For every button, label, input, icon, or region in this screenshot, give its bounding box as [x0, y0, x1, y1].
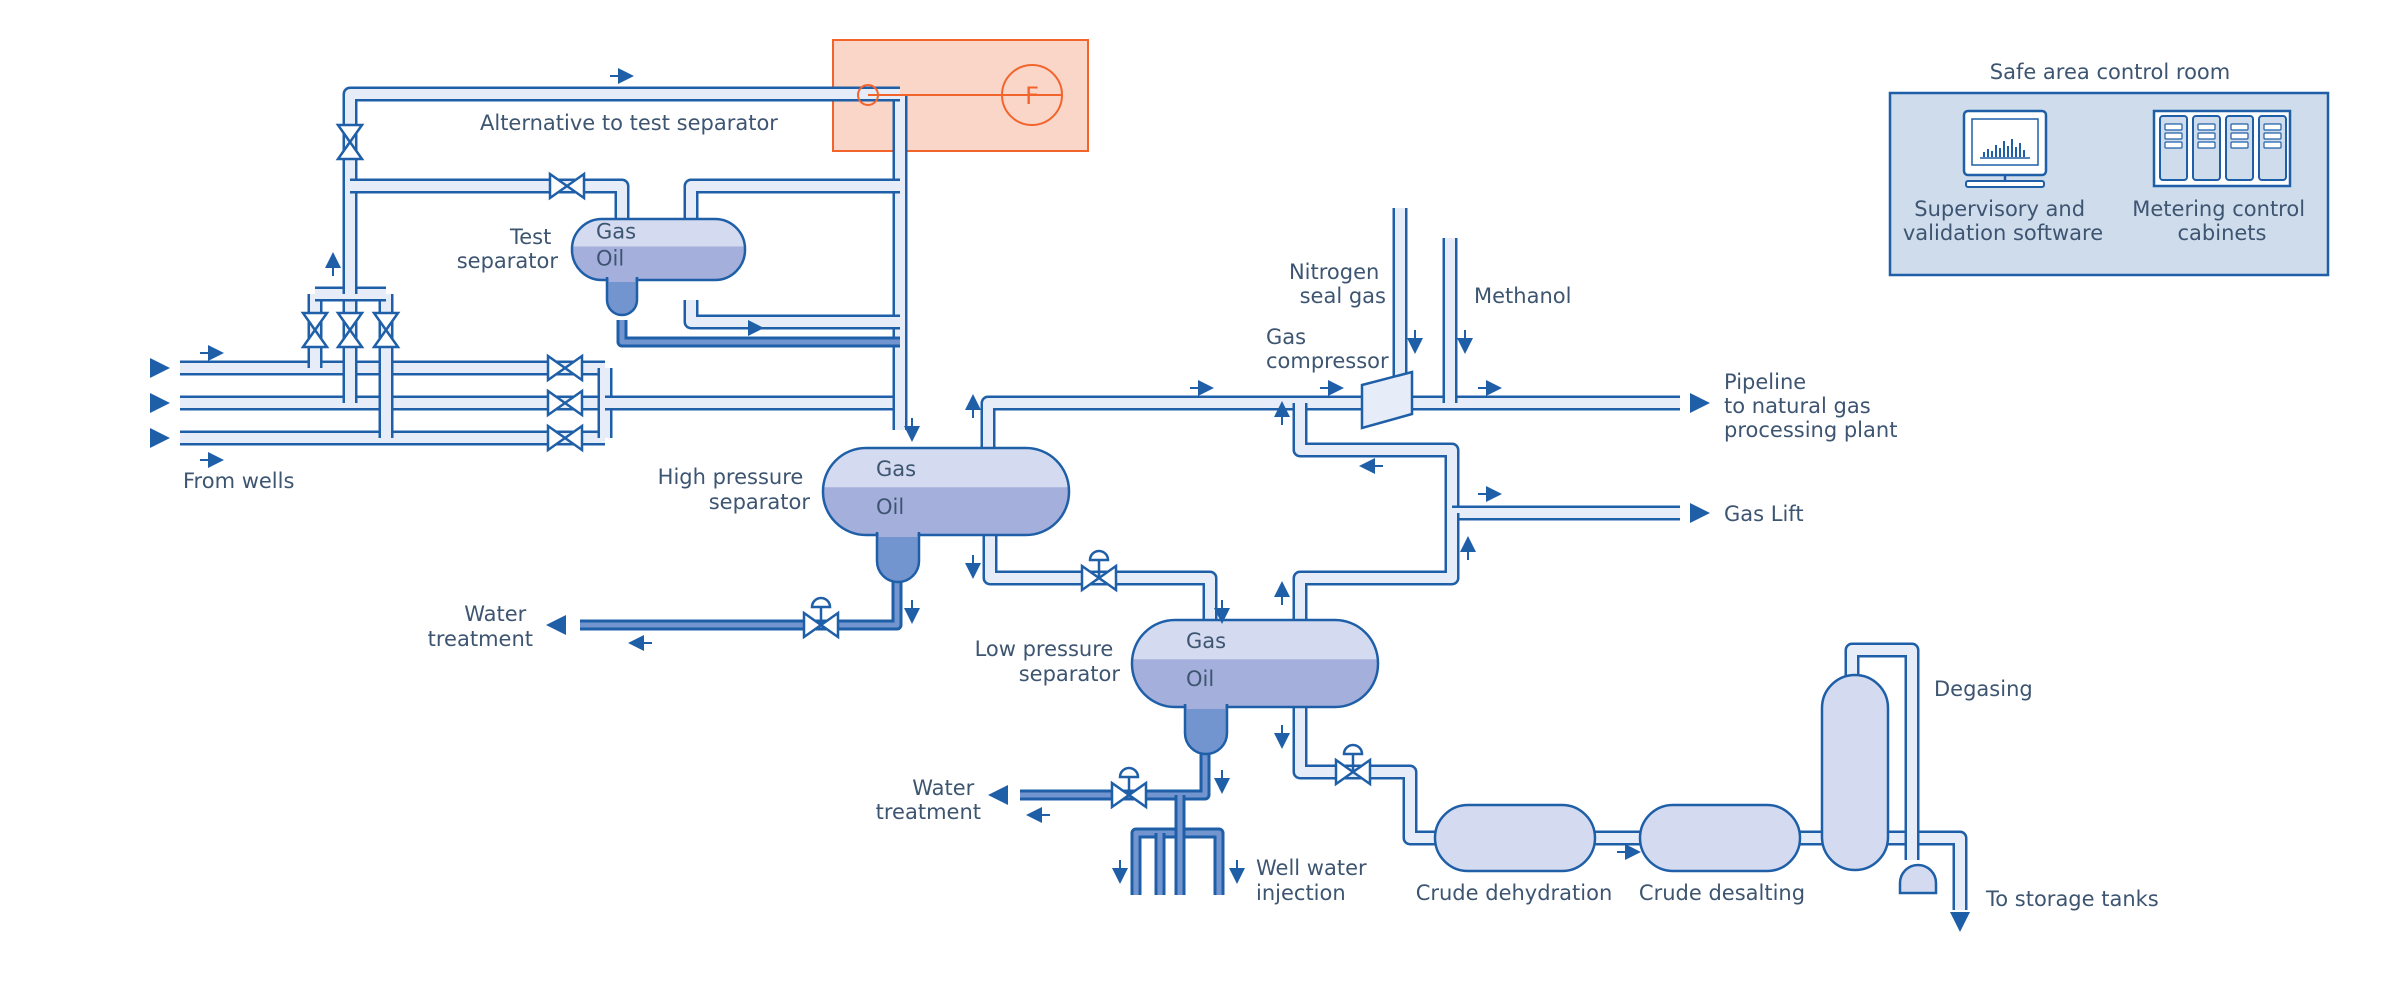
lp-water-out: [1020, 750, 1211, 801]
water-outlet-arrow-icon: [988, 785, 1008, 805]
test-sep-water-out: [616, 320, 900, 348]
crude-desalting-vessel: [1638, 803, 1802, 873]
degasing-label: Degasing: [1934, 677, 2033, 701]
methanol-label: Methanol: [1474, 284, 1571, 308]
compressor-recycle: [1292, 403, 1460, 513]
lp-water-control-valve-icon: [1110, 766, 1148, 810]
well-1-valve-icon: [546, 353, 584, 383]
well-inlet-arrow-icon: [150, 428, 170, 448]
gas-lift-outlet-arrow-icon: [1690, 503, 1710, 523]
to-storage-tanks-label: To storage tanks: [1985, 887, 2159, 911]
test-sep-gas-out: [683, 178, 900, 225]
water-outlet-arrow-icon: [546, 615, 566, 635]
flow-meter-symbol: F: [1025, 82, 1039, 110]
crude-desalting-label: Crude desalting: [1639, 881, 1805, 905]
from-wells-label: From wells: [183, 469, 294, 493]
hp-separator-oil-label: Oil: [876, 495, 904, 519]
well-3-valve-icon: [546, 423, 584, 453]
labels: Alternative to test separator Test separ…: [183, 111, 2159, 911]
well-inlet-arrow-icon: [150, 393, 170, 413]
lp-separator-label: Low pressure separator: [975, 637, 1121, 686]
hp-water-out: [580, 578, 903, 631]
test-header-riser: [342, 86, 900, 294]
test-separator-oil-label: Oil: [596, 246, 624, 270]
lp-gas-out: [1292, 513, 1460, 620]
storage-pump-icon: [1898, 863, 1938, 895]
degasing-vessel: [1820, 673, 1890, 872]
hp-separator-label: High pressure separator: [658, 465, 811, 514]
hp-gas-out: [980, 395, 1366, 448]
crude-dehydration-vessel: [1433, 803, 1597, 873]
hp-water-control-valve-icon: [802, 596, 840, 640]
well-2-valve-icon: [546, 388, 584, 418]
alternative-label: Alternative to test separator: [480, 111, 778, 135]
control-room-title: Safe area control room: [1990, 60, 2231, 84]
well-inlet-arrow-icon: [150, 358, 170, 378]
metering-cabinets-icon: [2152, 109, 2292, 188]
well-1-test-valve-icon: [300, 311, 330, 349]
nitrogen-label: Nitrogen seal gas: [1289, 260, 1386, 308]
well-water-injection-label: Well water injection: [1256, 856, 1373, 905]
gas-lift-label: Gas Lift: [1724, 502, 1804, 526]
water-treatment-label-1: Water treatment: [428, 602, 533, 651]
gas-compressor-icon: [1360, 370, 1414, 430]
well-2-test-valve-icon: [335, 311, 365, 349]
well-water-injection-pipes: [1130, 795, 1225, 895]
hp-oil-control-valve-icon: [1080, 549, 1118, 593]
degasing-gas-line: [1844, 642, 1920, 860]
metering-cabinets-label: Metering control cabinets: [2132, 197, 2311, 245]
alternative-valve-icon: [335, 123, 365, 161]
pipe-network: [180, 86, 1968, 910]
test-separator-label: Test separator: [457, 225, 559, 273]
lp-oil-out: [1292, 700, 1435, 846]
hp-separator-gas-label: Gas: [876, 457, 916, 481]
monitor-icon: [1962, 109, 2048, 188]
control-room: Safe area control room Supervisory and v…: [1888, 60, 2330, 277]
gas-compressor-label: Gas compressor: [1266, 325, 1389, 373]
supervisory-software-label: Supervisory and validation software: [1903, 197, 2103, 245]
pipeline-label: Pipeline to natural gas processing plant: [1724, 370, 1897, 442]
well-3-test-valve-icon: [371, 311, 401, 349]
lp-oil-control-valve-icon: [1334, 743, 1372, 787]
test-sep-inlet: [350, 178, 630, 225]
lp-separator-oil-label: Oil: [1186, 667, 1214, 691]
test-sep-oil-out: [683, 300, 900, 330]
test-separator-gas-label: Gas: [596, 220, 636, 244]
flow-meter-symbols: F: [857, 64, 1063, 126]
lp-separator-gas-label: Gas: [1186, 629, 1226, 653]
crude-dehydration-label: Crude dehydration: [1416, 881, 1613, 905]
water-treatment-label-2: Water treatment: [876, 776, 981, 824]
storage-outlet-arrow-icon: [1950, 912, 1970, 932]
pipeline-outlet-arrow-icon: [1690, 393, 1710, 413]
test-inlet-valve-icon: [548, 171, 586, 201]
